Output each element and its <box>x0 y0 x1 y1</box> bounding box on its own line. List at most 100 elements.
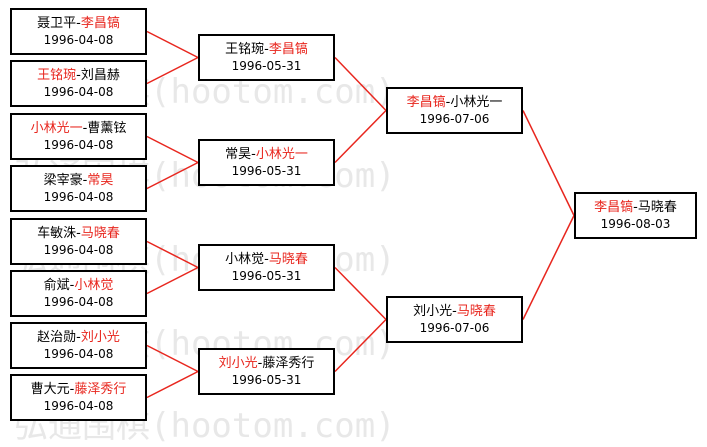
player-separator: - <box>76 225 81 241</box>
player-1-name: 赵治勋 <box>37 329 77 345</box>
player-separator: - <box>76 329 81 345</box>
match-date: 1996-05-31 <box>231 372 302 387</box>
player-1-name: 刘小光 <box>413 303 453 319</box>
player-2-name: 小林光一 <box>450 94 503 110</box>
match-players: 车敏洙-马晓春 <box>37 225 120 242</box>
player-1-name: 刘小光 <box>218 355 258 371</box>
player-2-name: 马晓春 <box>268 251 308 267</box>
player-1-name: 梁宰豪 <box>43 172 83 188</box>
player-separator: - <box>445 94 451 110</box>
player-separator: - <box>69 277 75 293</box>
player-2-name: 李昌镐 <box>268 41 308 57</box>
match-players: 刘小光-藤泽秀行 <box>219 355 315 372</box>
match-date: 1996-05-31 <box>231 268 302 283</box>
match-players: 刘小光-马晓春 <box>413 303 496 320</box>
player-2-name: 藤泽秀行 <box>74 381 127 397</box>
match-players: 常昊-小林光一 <box>225 146 308 163</box>
player-separator: - <box>452 303 457 319</box>
player-separator: - <box>69 381 75 397</box>
connector-r1-2 <box>146 56 199 85</box>
match-date: 1996-04-08 <box>43 242 114 257</box>
match-players: 李昌镐-小林光一 <box>407 94 503 111</box>
player-2-name: 李昌镐 <box>80 15 120 31</box>
match-date: 1996-07-06 <box>419 320 490 335</box>
match-players: 聂卫平-李昌镐 <box>37 15 120 32</box>
player-1-name: 李昌镐 <box>406 94 446 110</box>
match-date: 1996-07-06 <box>419 111 490 126</box>
connector-r2-2 <box>334 109 387 164</box>
player-1-name: 俞斌 <box>43 277 70 293</box>
match-players: 梁宰豪-常昊 <box>44 172 114 189</box>
player-1-name: 王铭琬 <box>37 67 77 83</box>
match-players: 小林光一-曹薰铉 <box>31 120 127 137</box>
connector-r1-3 <box>146 135 199 164</box>
match-date: 1996-04-08 <box>43 189 114 204</box>
player-1-name: 聂卫平 <box>37 15 77 31</box>
player-separator: - <box>76 15 81 31</box>
player-separator: - <box>76 67 81 83</box>
player-2-name: 藤泽秀行 <box>262 355 315 371</box>
match-date: 1996-04-08 <box>43 32 114 47</box>
bracket-connectors <box>146 30 575 399</box>
player-1-name: 曹大元 <box>30 381 70 397</box>
connector-r3-2 <box>522 215 575 320</box>
player-2-name: 常昊 <box>87 172 114 188</box>
player-separator: - <box>82 172 88 188</box>
player-2-name: 马晓春 <box>637 199 677 215</box>
player-1-name: 小林觉 <box>225 251 265 267</box>
match-players: 赵治勋-刘小光 <box>37 329 120 346</box>
match-date: 1996-05-31 <box>231 163 302 178</box>
match-players: 王铭琬-李昌镐 <box>225 41 308 58</box>
match-date: 1996-08-03 <box>600 216 671 231</box>
player-separator: - <box>257 355 263 371</box>
player-2-name: 马晓春 <box>80 225 120 241</box>
match-players: 王铭琬-刘昌赫 <box>37 67 120 84</box>
match-date: 1996-04-08 <box>43 346 114 361</box>
player-1-name: 王铭琬 <box>225 41 265 57</box>
player-separator: - <box>82 120 88 136</box>
connector-r2-4 <box>334 318 387 373</box>
connector-r3-1 <box>522 110 575 216</box>
connector-r1-1 <box>146 30 199 59</box>
match-players: 李昌镐-马晓春 <box>594 199 677 216</box>
match-date: 1996-05-31 <box>231 58 302 73</box>
player-2-name: 曹薰铉 <box>87 120 127 136</box>
player-1-name: 车敏洙 <box>37 225 77 241</box>
match-date: 1996-04-08 <box>43 398 114 413</box>
connector-r1-4 <box>146 161 199 190</box>
player-1-name: 李昌镐 <box>594 199 634 215</box>
player-separator: - <box>251 146 256 162</box>
match-players: 小林觉-马晓春 <box>225 251 308 268</box>
connector-r1-5 <box>146 240 199 269</box>
match-players: 俞斌-小林觉 <box>44 277 114 294</box>
player-2-name: 小林觉 <box>74 277 114 293</box>
player-separator: - <box>264 251 269 267</box>
player-2-name: 小林光一 <box>255 146 308 162</box>
connector-r2-3 <box>334 266 387 321</box>
player-2-name: 刘小光 <box>80 329 120 345</box>
connector-r1-6 <box>146 266 199 295</box>
connector-r1-8 <box>146 370 199 399</box>
match-players: 曹大元-藤泽秀行 <box>31 381 127 398</box>
match-date: 1996-04-08 <box>43 84 114 99</box>
player-separator: - <box>633 199 638 215</box>
player-2-name: 马晓春 <box>456 303 496 319</box>
match-date: 1996-04-08 <box>43 294 114 309</box>
player-2-name: 刘昌赫 <box>80 67 120 83</box>
connector-r2-1 <box>334 56 387 112</box>
player-1-name: 常昊 <box>225 146 252 162</box>
connector-r1-7 <box>146 344 199 373</box>
